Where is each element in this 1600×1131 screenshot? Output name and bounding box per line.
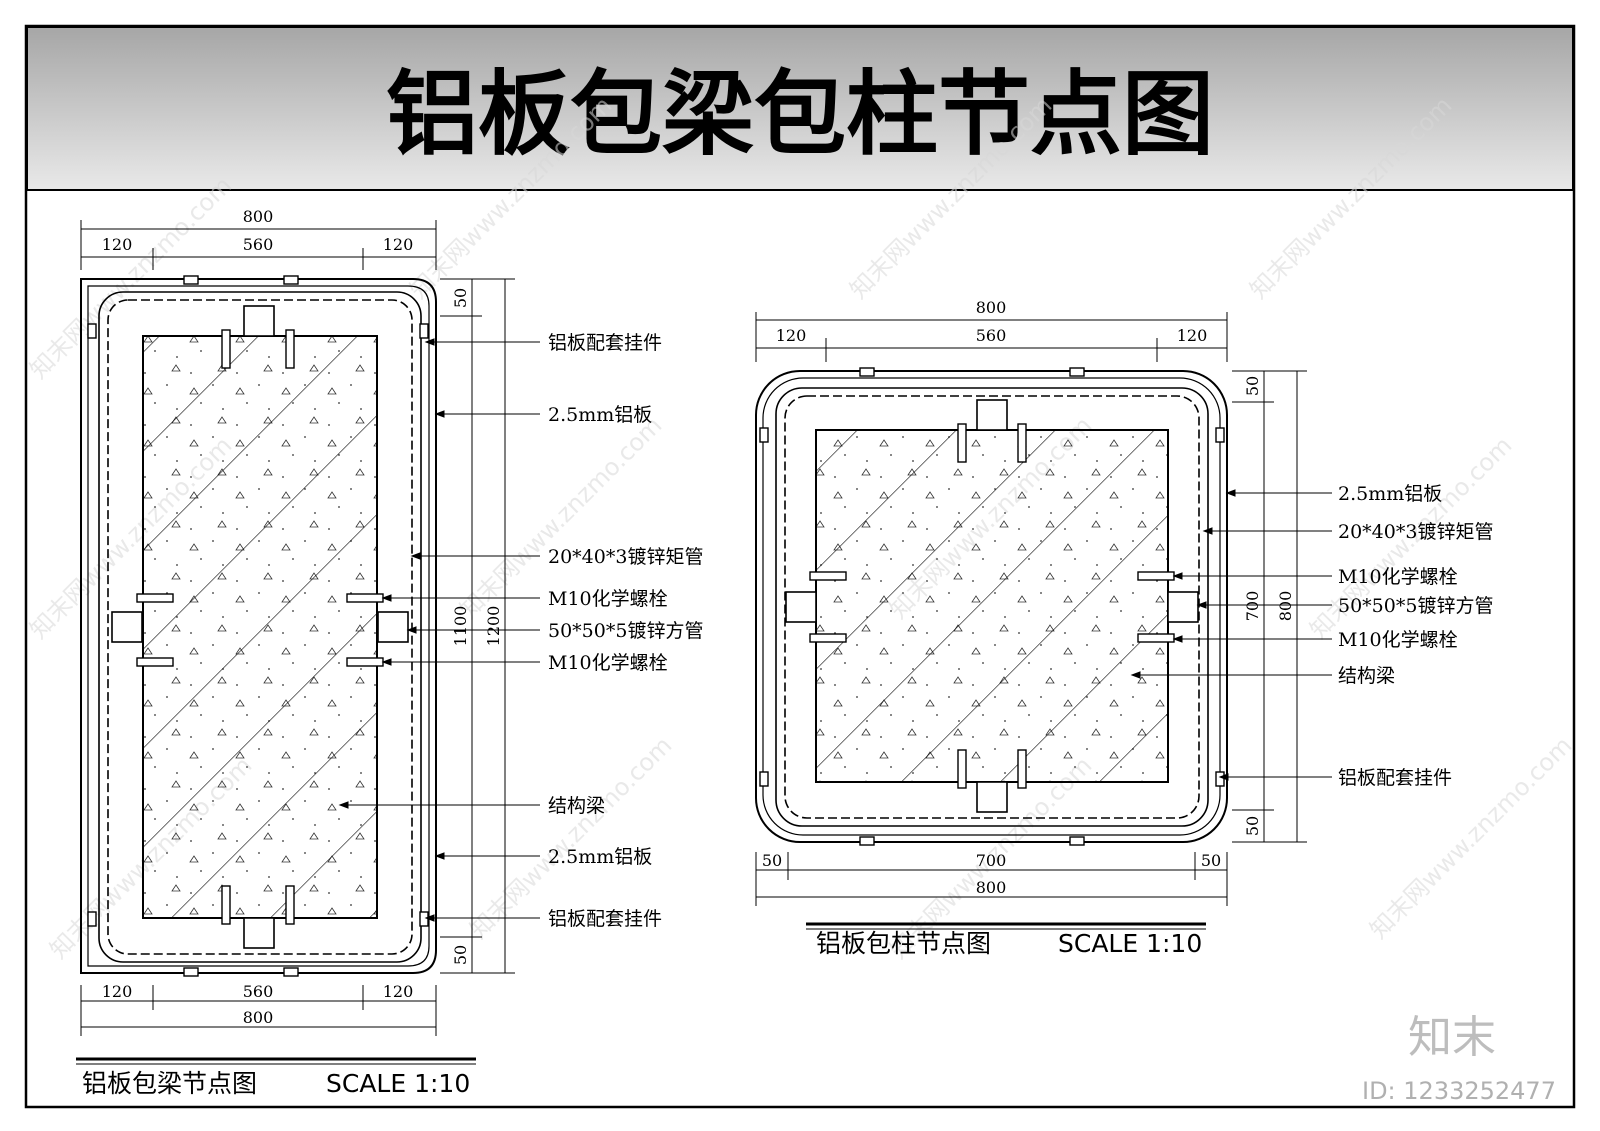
- column-hatch: [815, 429, 1169, 783]
- beam-dim-right-top: 50: [451, 288, 470, 308]
- column-dim-right-top: 50: [1243, 376, 1262, 396]
- column-square-tube-bottom: [976, 781, 1008, 813]
- beam-label-rect-tube: 20*40*3镀锌矩管: [548, 546, 703, 568]
- column-aluminum-panel-inner: [762, 377, 1221, 836]
- column-label-hanger: 铝板配套挂件: [1338, 767, 1452, 789]
- column-label-square-tube: 50*50*5镀锌方管: [1338, 595, 1493, 617]
- beam-dim-right-inner: 1100: [451, 606, 470, 647]
- beam-square-tube-top: [243, 305, 275, 337]
- column-square-tube-left: [785, 591, 817, 623]
- beam-aluminum-panel-inner: [87, 285, 430, 967]
- beam-dim-right-outer: 1200: [484, 606, 503, 647]
- beam-label-aluminum-panel-top: 2.5mm铝板: [548, 404, 652, 426]
- column-panel-clips: [759, 367, 1225, 846]
- beam-caption: 铝板包梁节点图: [82, 1069, 257, 1098]
- beam-dim-bottom-right: 120: [383, 982, 414, 1001]
- beam-dim-top-right: 120: [383, 235, 414, 254]
- beam-hatch: [142, 335, 378, 919]
- beam-dimensions-top: [80, 220, 437, 270]
- column-dimensions-top: [755, 312, 1228, 362]
- column-dim-top-mid: 560: [976, 326, 1007, 345]
- beam-panel-clips: [87, 275, 429, 977]
- beam-leaders: [338, 338, 540, 922]
- beam-label-bolt-lower: M10化学螺栓: [548, 652, 668, 674]
- beam-steel-frame-inner: [107, 299, 413, 955]
- beam-bolts: [136, 329, 384, 925]
- beam-square-tube-bottom: [243, 917, 275, 949]
- beam-aluminum-panel: [80, 278, 437, 974]
- column-dim-bottom-mid: 700: [976, 851, 1007, 870]
- column-leaders: [1130, 489, 1332, 781]
- column-bolts: [809, 423, 1175, 789]
- beam-label-aluminum-panel-bottom: 2.5mm铝板: [548, 846, 652, 868]
- column-steel-frame-outer: [775, 387, 1209, 827]
- sheet-title: 铝板包梁包柱节点图: [386, 61, 1214, 168]
- column-aluminum-panel: [755, 370, 1228, 843]
- column-dim-top-total: 800: [976, 298, 1007, 317]
- beam-dim-top-left: 120: [102, 235, 133, 254]
- column-dim-bottom-right: 50: [1201, 851, 1221, 870]
- column-dimensions-bottom: [755, 852, 1228, 906]
- beam-detail: 800 120 560 120 120 560 120 800 50 50 11…: [76, 207, 703, 1098]
- beam-label-hanger-bottom: 铝板配套挂件: [548, 908, 662, 930]
- beam-dim-right-bottom: 50: [451, 945, 470, 965]
- beam-square-tube-left: [111, 611, 143, 643]
- column-scale: SCALE 1:10: [1058, 929, 1202, 958]
- column-dimensions-right: [1232, 370, 1307, 843]
- beam-dim-bottom-left: 120: [102, 982, 133, 1001]
- column-detail: 800 120 560 120 50 700 50 800 50 50 700 …: [755, 298, 1493, 958]
- beam-scale: SCALE 1:10: [326, 1069, 470, 1098]
- beam-dim-bottom-total: 800: [243, 1008, 274, 1027]
- beam-dimensions-right: [440, 278, 515, 974]
- column-dim-right-inner: 700: [1243, 591, 1262, 622]
- beam-dimensions-bottom: [80, 985, 437, 1036]
- column-label-rect-tube: 20*40*3镀锌矩管: [1338, 521, 1493, 543]
- beam-dim-top-total: 800: [243, 207, 274, 226]
- column-label-structural-beam: 结构梁: [1338, 665, 1395, 687]
- beam-dim-bottom-mid: 560: [243, 982, 274, 1001]
- watermark-id: ID: 1233252477: [1362, 1077, 1556, 1105]
- column-dim-bottom-left: 50: [762, 851, 782, 870]
- column-dim-bottom-total: 800: [976, 878, 1007, 897]
- column-dim-right-bottom: 50: [1243, 816, 1262, 836]
- column-steel-frame-inner: [784, 395, 1200, 819]
- beam-square-tube-right: [377, 611, 409, 643]
- column-caption: 铝板包柱节点图: [816, 929, 991, 958]
- title-banner: [26, 26, 1574, 191]
- column-dim-right-outer: 800: [1276, 591, 1295, 622]
- column-label-bolt-upper: M10化学螺栓: [1338, 566, 1458, 588]
- beam-dim-top-mid: 560: [243, 235, 274, 254]
- watermark-logo: 知末: [1408, 1012, 1496, 1063]
- column-label-aluminum-panel: 2.5mm铝板: [1338, 483, 1442, 505]
- beam-label-square-tube: 50*50*5镀锌方管: [548, 620, 703, 642]
- column-square-tube-right: [1167, 591, 1199, 623]
- column-dim-top-right: 120: [1177, 326, 1208, 345]
- beam-label-bolt-upper: M10化学螺栓: [548, 588, 668, 610]
- column-dim-top-left: 120: [776, 326, 807, 345]
- beam-steel-frame-outer: [98, 291, 422, 963]
- column-label-bolt-lower: M10化学螺栓: [1338, 629, 1458, 651]
- beam-label-structural-beam: 结构梁: [548, 795, 605, 817]
- column-square-tube-top: [976, 399, 1008, 431]
- beam-label-hanger-top: 铝板配套挂件: [548, 332, 662, 354]
